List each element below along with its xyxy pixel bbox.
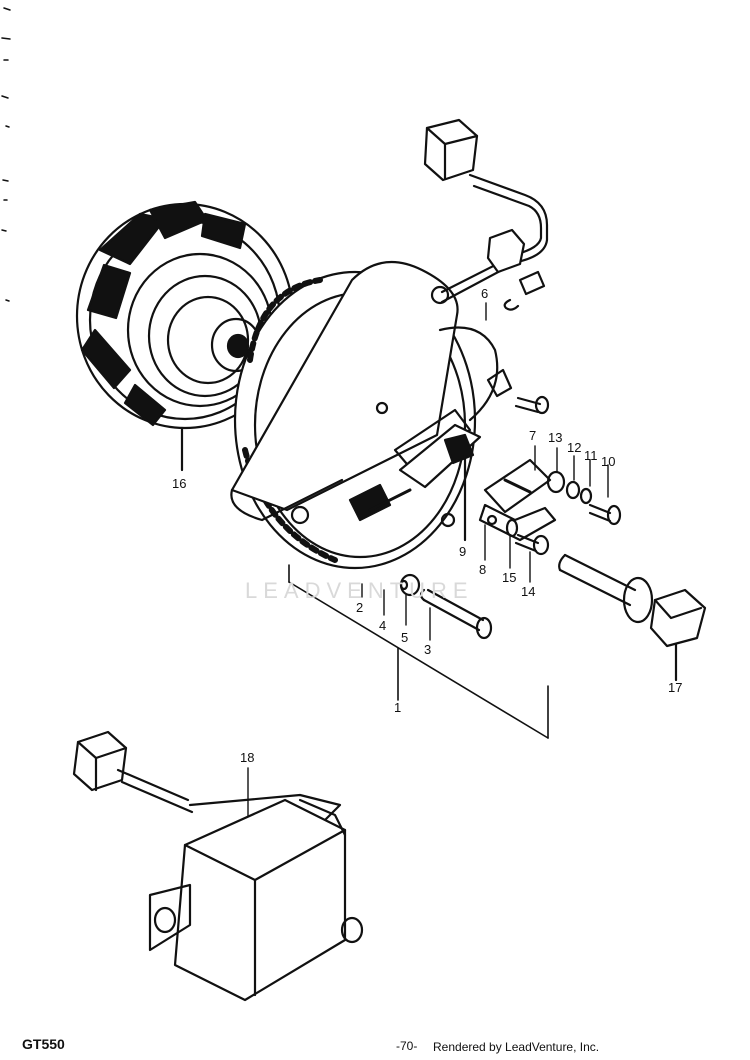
callout-4: 4: [379, 618, 386, 633]
screw-part-14: [514, 533, 550, 556]
screw-top-right: [486, 368, 550, 415]
callout-6: 6: [481, 286, 488, 301]
washers-parts-2-4-5: [399, 573, 421, 597]
callout-labels: 1 2 3 4 5 6 7 8 9 10 11 12 13 14 15 16 1…: [172, 286, 682, 765]
callout-11: 11: [584, 448, 598, 463]
callout-1: 1: [394, 700, 401, 715]
brush-holder-part-9: [398, 423, 482, 542]
callout-3: 3: [424, 642, 431, 657]
callout-18: 18: [240, 750, 254, 765]
bolt-part-17: [558, 553, 707, 682]
callout-5: 5: [401, 630, 408, 645]
callout-15: 15: [502, 570, 516, 585]
callout-16: 16: [172, 476, 186, 491]
page-number: -70-: [396, 1039, 418, 1053]
part-1-bracket: [288, 564, 549, 739]
washer-part-15: [505, 518, 519, 538]
callout-12: 12: [567, 440, 581, 455]
screw-part-6: [503, 270, 546, 311]
callout-14: 14: [521, 584, 535, 599]
lead-wire-coupler: [423, 118, 549, 304]
callout-9: 9: [459, 544, 466, 559]
callout-13: 13: [548, 430, 562, 445]
callout-17: 17: [668, 680, 682, 695]
stator-housing: [230, 260, 499, 570]
plate-part-7: [483, 458, 552, 514]
regulator-part-18: [72, 730, 364, 1002]
watermark: LEADVENTURE: [245, 578, 474, 603]
model-label: GT550: [22, 1036, 65, 1052]
washers-parts-11-12-13: [546, 470, 593, 505]
callout-8: 8: [479, 562, 486, 577]
rotor-part-16: [75, 200, 295, 472]
leader-lines: [247, 302, 609, 819]
scan-noise: [1, 7, 11, 302]
brush-part-8: [478, 503, 557, 542]
render-credit: Rendered by LeadVenture, Inc.: [433, 1040, 600, 1054]
callout-2: 2: [356, 600, 363, 615]
callout-10: 10: [601, 454, 615, 469]
bolt-part-3: [419, 588, 493, 640]
callout-7: 7: [529, 428, 536, 443]
screw-part-10: [588, 503, 622, 526]
